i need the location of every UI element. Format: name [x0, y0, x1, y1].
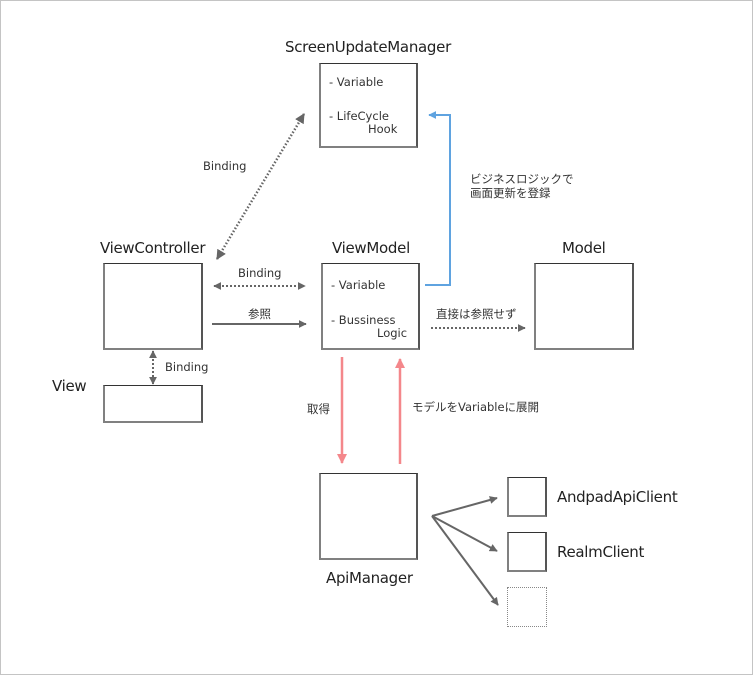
edge-api-andpad: [431, 496, 498, 517]
vm-item-variable: - Variable: [331, 278, 386, 292]
vm-item-logic: Logic: [377, 326, 408, 340]
realm-client-title: RealmClient: [557, 543, 645, 561]
edge-api-placeholder: [431, 515, 499, 606]
screen-update-manager-box[interactable]: [319, 63, 418, 148]
label-api-vm-expand: モデルをVariableに展開: [412, 400, 540, 414]
andpad-api-client-title: AndpadApiClient: [557, 488, 678, 506]
label-vc-vm-binding: Binding: [238, 266, 282, 280]
view-controller-box[interactable]: [103, 263, 203, 350]
model-title: Model: [562, 239, 606, 257]
sum-item-lifecycle: - LifeCycle: [329, 109, 389, 123]
api-manager-title: ApiManager: [326, 569, 413, 587]
realm-client-box[interactable]: [507, 532, 547, 572]
view-model-title: ViewModel: [332, 239, 410, 257]
label-vc-view-binding: Binding: [165, 360, 209, 374]
view-controller-title: ViewController: [100, 239, 206, 257]
view-model-box[interactable]: [321, 263, 420, 350]
label-vm-model: 直接は参照せず: [436, 307, 517, 321]
view-box[interactable]: [103, 385, 203, 423]
screen-update-manager-title: ScreenUpdateManager: [285, 38, 451, 56]
sum-item-hook: Hook: [368, 122, 398, 136]
vm-item-business: - Bussiness: [331, 313, 396, 327]
sum-item-variable: - Variable: [329, 75, 384, 89]
view-title: View: [52, 377, 87, 395]
label-vm-api-fetch: 取得: [307, 402, 330, 416]
api-manager-box[interactable]: [319, 473, 418, 560]
edge-api-realm: [431, 515, 498, 552]
label-vm-sum-line2: 画面更新を登録: [470, 186, 551, 200]
edge-vc-sum-binding: [215, 113, 306, 260]
placeholder-client-box[interactable]: [507, 587, 547, 627]
model-box[interactable]: [534, 263, 634, 350]
andpad-api-client-box[interactable]: [507, 477, 547, 517]
edge-vm-sum-register: [425, 111, 451, 286]
label-vc-sum-binding: Binding: [203, 159, 247, 173]
label-vc-vm-reference: 参照: [248, 307, 271, 321]
label-vm-sum-line1: ビジネスロジックで: [470, 172, 574, 186]
